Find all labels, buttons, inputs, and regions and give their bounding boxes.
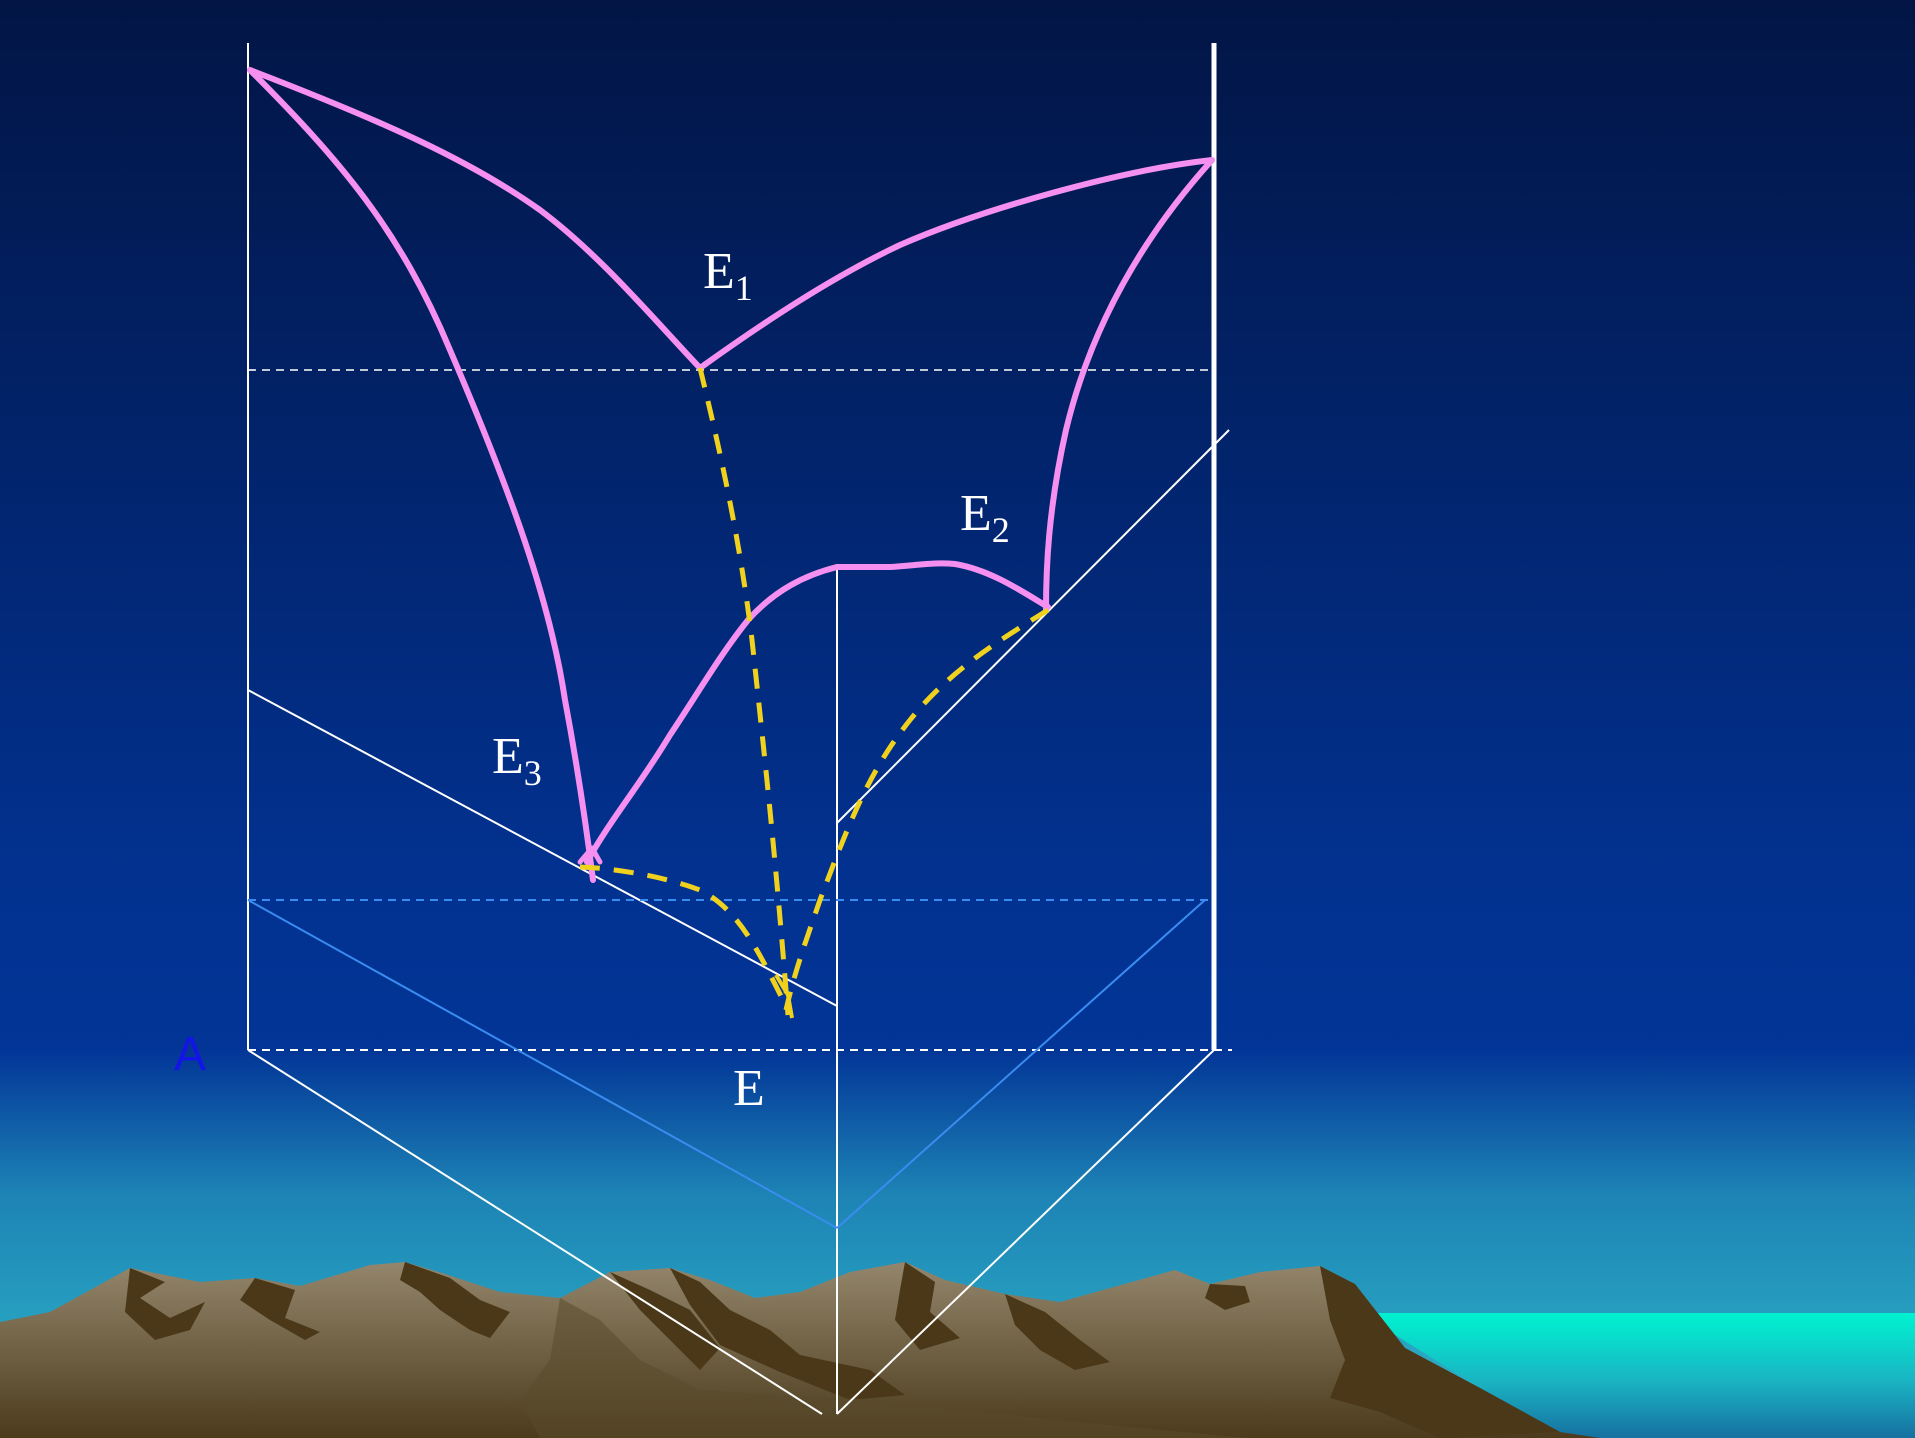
label-e: E [733, 1060, 765, 1117]
path-e3-to-e [579, 864, 786, 1002]
label-e3: E3 [492, 728, 542, 793]
path-e1-to-e [697, 367, 791, 1016]
label-a: A [174, 1028, 206, 1081]
e-tip [774, 973, 794, 1019]
isothermal-section [247, 899, 1214, 1229]
mountain-range [0, 1262, 1600, 1438]
liquidus-curves [247, 67, 1215, 883]
eutectic-paths [579, 367, 1050, 1019]
upper-right-slant-line [836, 429, 1230, 824]
curve-peak-to-e2 [834, 560, 1051, 610]
curve-e3-to-peak [584, 564, 840, 865]
label-e2: E2 [960, 485, 1010, 550]
sea [1360, 1313, 1915, 1438]
blue-left-slant [247, 899, 838, 1229]
e3-notch [577, 845, 603, 865]
curve-e1-to-b [697, 157, 1215, 371]
curve-a-to-e3 [247, 67, 596, 883]
curve-b-to-e2 [1043, 157, 1215, 613]
path-e2-to-e [783, 607, 1050, 1011]
curve-a-to-e1 [247, 67, 703, 371]
label-e1: E1 [703, 243, 753, 308]
prism-frame [247, 43, 1232, 1415]
blue-right-slant [836, 899, 1206, 1229]
base-left-edge [247, 1049, 823, 1415]
upper-left-slant-line [247, 689, 838, 1007]
base-right-edge [836, 1049, 1215, 1415]
